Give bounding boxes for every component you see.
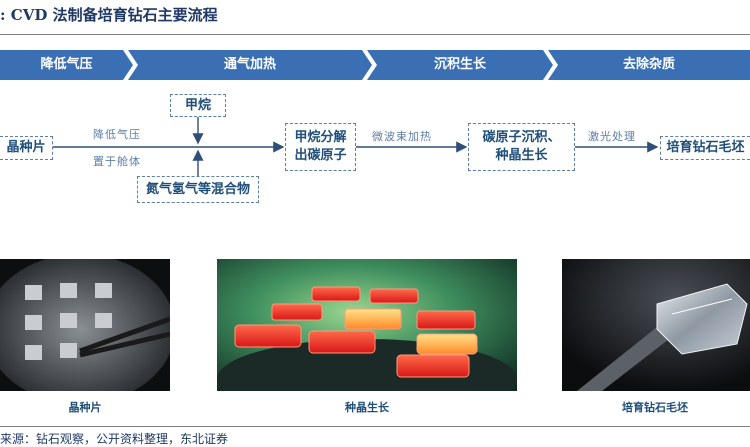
photo-crystal-growth: [217, 259, 517, 391]
stage-label: 降低气压: [40, 57, 93, 72]
flow-arrows: [53, 117, 659, 176]
label-laser-treatment: 激光处理: [588, 130, 636, 143]
caption-seed: 晶种片: [68, 401, 102, 414]
box-methane-decompose: 甲烷分解 出碳原子: [285, 123, 356, 171]
box-carbon-deposit: 碳原子沉积、 种晶生长: [468, 123, 575, 171]
photo-rough-diamond: [562, 259, 750, 391]
page-title: : CVD 法制备培育钻石主要流程: [0, 6, 218, 24]
box-rough-diamond: 培育钻石毛坯: [660, 136, 750, 160]
box-methane: 甲烷: [170, 94, 226, 117]
stage-label: 通气加热: [223, 57, 276, 72]
caption-growth: 种晶生长: [345, 401, 389, 414]
label-in-cabin: 置于舱体: [93, 155, 141, 168]
label-microwave-heating: 微波束加热: [372, 130, 432, 143]
stage-ventilate-heat: 通气加热: [128, 50, 372, 80]
photo-seed-wafers: [0, 259, 170, 391]
box-seed: 晶种片: [0, 136, 53, 160]
stage-remove-impurities: 去除杂质: [548, 50, 750, 80]
box-gas-mixture: 氮气氢气等混合物: [137, 176, 259, 203]
stage-label: 去除杂质: [622, 57, 675, 72]
stage-lower-pressure: 降低气压: [0, 50, 133, 80]
title-divider: [0, 34, 750, 35]
label-lower-pressure: 降低气压: [93, 128, 141, 141]
stage-label: 沉积生长: [433, 57, 486, 72]
caption-rough-diamond: 培育钻石毛坯: [622, 401, 688, 414]
source-divider: [0, 426, 750, 427]
source-note: 来源：钻石观察，公开资料整理，东北证券: [0, 432, 229, 446]
stage-deposition-growth: 沉积生长: [367, 50, 553, 80]
